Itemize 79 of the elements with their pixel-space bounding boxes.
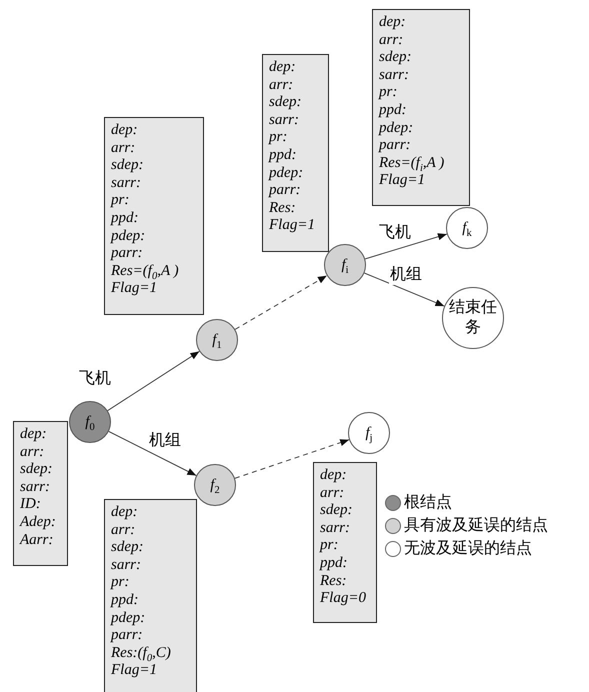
attribute-text: Flag=0 (320, 590, 367, 608)
attribute-text: pr: (111, 574, 130, 592)
attribute-text: dep: (20, 426, 48, 444)
attribute-text: arr: (20, 444, 46, 462)
attribute-box (262, 54, 329, 252)
arrow (108, 431, 197, 476)
attribute-box (313, 462, 377, 623)
node-circle: f$_{2}$ (194, 464, 236, 506)
attribute-text: sdep: (111, 539, 144, 557)
node-circle: f$_{j}$ (348, 412, 390, 454)
attribute-text: sdep: (111, 157, 144, 175)
attribute-text: arr: (111, 522, 136, 540)
legend-text: 具有波及延误的结点 (404, 516, 548, 536)
edge-label: 机组 (148, 430, 182, 451)
attribute-text: Flag=1 (269, 217, 316, 235)
attribute-text: Flag=1 (111, 280, 158, 298)
attribute-text: sarr: (269, 112, 300, 130)
arrow (234, 275, 328, 330)
attribute-text: Flag=1 (111, 662, 158, 680)
attribute-box (104, 117, 204, 315)
attribute-text: ppd: (379, 102, 408, 120)
attribute-text: arr: (269, 76, 294, 94)
attribute-text: arr: (320, 484, 346, 502)
attribute-text: Res=(f$_{0}$,A ) (111, 262, 180, 280)
attribute-text: sarr: (320, 520, 352, 538)
node-circle: f$_{1}$ (196, 319, 238, 361)
attribute-text: sarr: (379, 66, 410, 84)
node-circle: 结束任务 (442, 287, 504, 349)
attribute-text: ID: (20, 496, 42, 514)
attribute-text: sdep: (379, 49, 412, 67)
attribute-text: Res: (269, 200, 297, 218)
attribute-text: ppd: (269, 146, 298, 165)
attribute-text: arr: (111, 140, 136, 158)
attribute-text: sdep: (269, 94, 302, 112)
attribute-text: sdep: (20, 461, 54, 479)
attribute-text: parr: (111, 245, 144, 263)
arrow (107, 350, 200, 412)
attribute-text: pr: (269, 129, 288, 147)
attribute-text: dep: (111, 122, 139, 140)
attribute-text: dep: (111, 504, 139, 522)
attribute-text: Aarr: (20, 532, 54, 550)
attribute-text: sarr: (111, 174, 142, 192)
attribute-text: sarr: (111, 556, 142, 574)
attribute-box (104, 499, 197, 692)
edge-label: 机组 (389, 264, 423, 285)
attribute-text: pr: (379, 84, 398, 102)
legend-text: 根结点 (404, 492, 452, 513)
arrow (364, 233, 448, 260)
arrow (364, 272, 445, 307)
attribute-text: sdep: (320, 502, 354, 520)
attribute-text: pr: (111, 192, 130, 210)
attribute-box (372, 9, 470, 206)
attribute-box (13, 421, 68, 566)
legend-text: 无波及延误的结点 (404, 538, 532, 559)
attribute-text: dep: (320, 467, 348, 485)
attribute-text: pdep: (111, 610, 146, 628)
attribute-text: sarr: (20, 478, 52, 496)
attribute-text: ppd: (320, 554, 348, 573)
attribute-text: pdep: (379, 120, 414, 138)
attribute-text: parr: (269, 182, 302, 200)
attribute-text: Res: (320, 572, 348, 590)
attribute-text: dep: (269, 59, 297, 77)
attribute-text: dep: (379, 14, 407, 32)
attribute-text: arr: (379, 32, 404, 50)
attribute-text: pdep: (269, 164, 304, 182)
arrow (234, 439, 350, 479)
attribute-text: Res=(f$_{i}$,A ) (379, 154, 446, 172)
node-circle: f$_{k}$ (446, 207, 488, 249)
node-circle: f$_{i}$ (324, 244, 366, 286)
attribute-text: ppd: (111, 210, 140, 228)
attribute-text: Adep: (20, 514, 57, 532)
attribute-text: ppd: (111, 592, 140, 610)
attribute-text: Flag=1 (379, 172, 426, 190)
node-circle: f$_{0}$ (69, 401, 111, 443)
attribute-text: parr: (379, 137, 412, 155)
attribute-text: pdep: (111, 228, 146, 246)
attribute-text: Res:(f$_{0}$,C) (111, 644, 172, 662)
attribute-text: pr: (320, 537, 340, 555)
attribute-text: parr: (111, 627, 144, 645)
